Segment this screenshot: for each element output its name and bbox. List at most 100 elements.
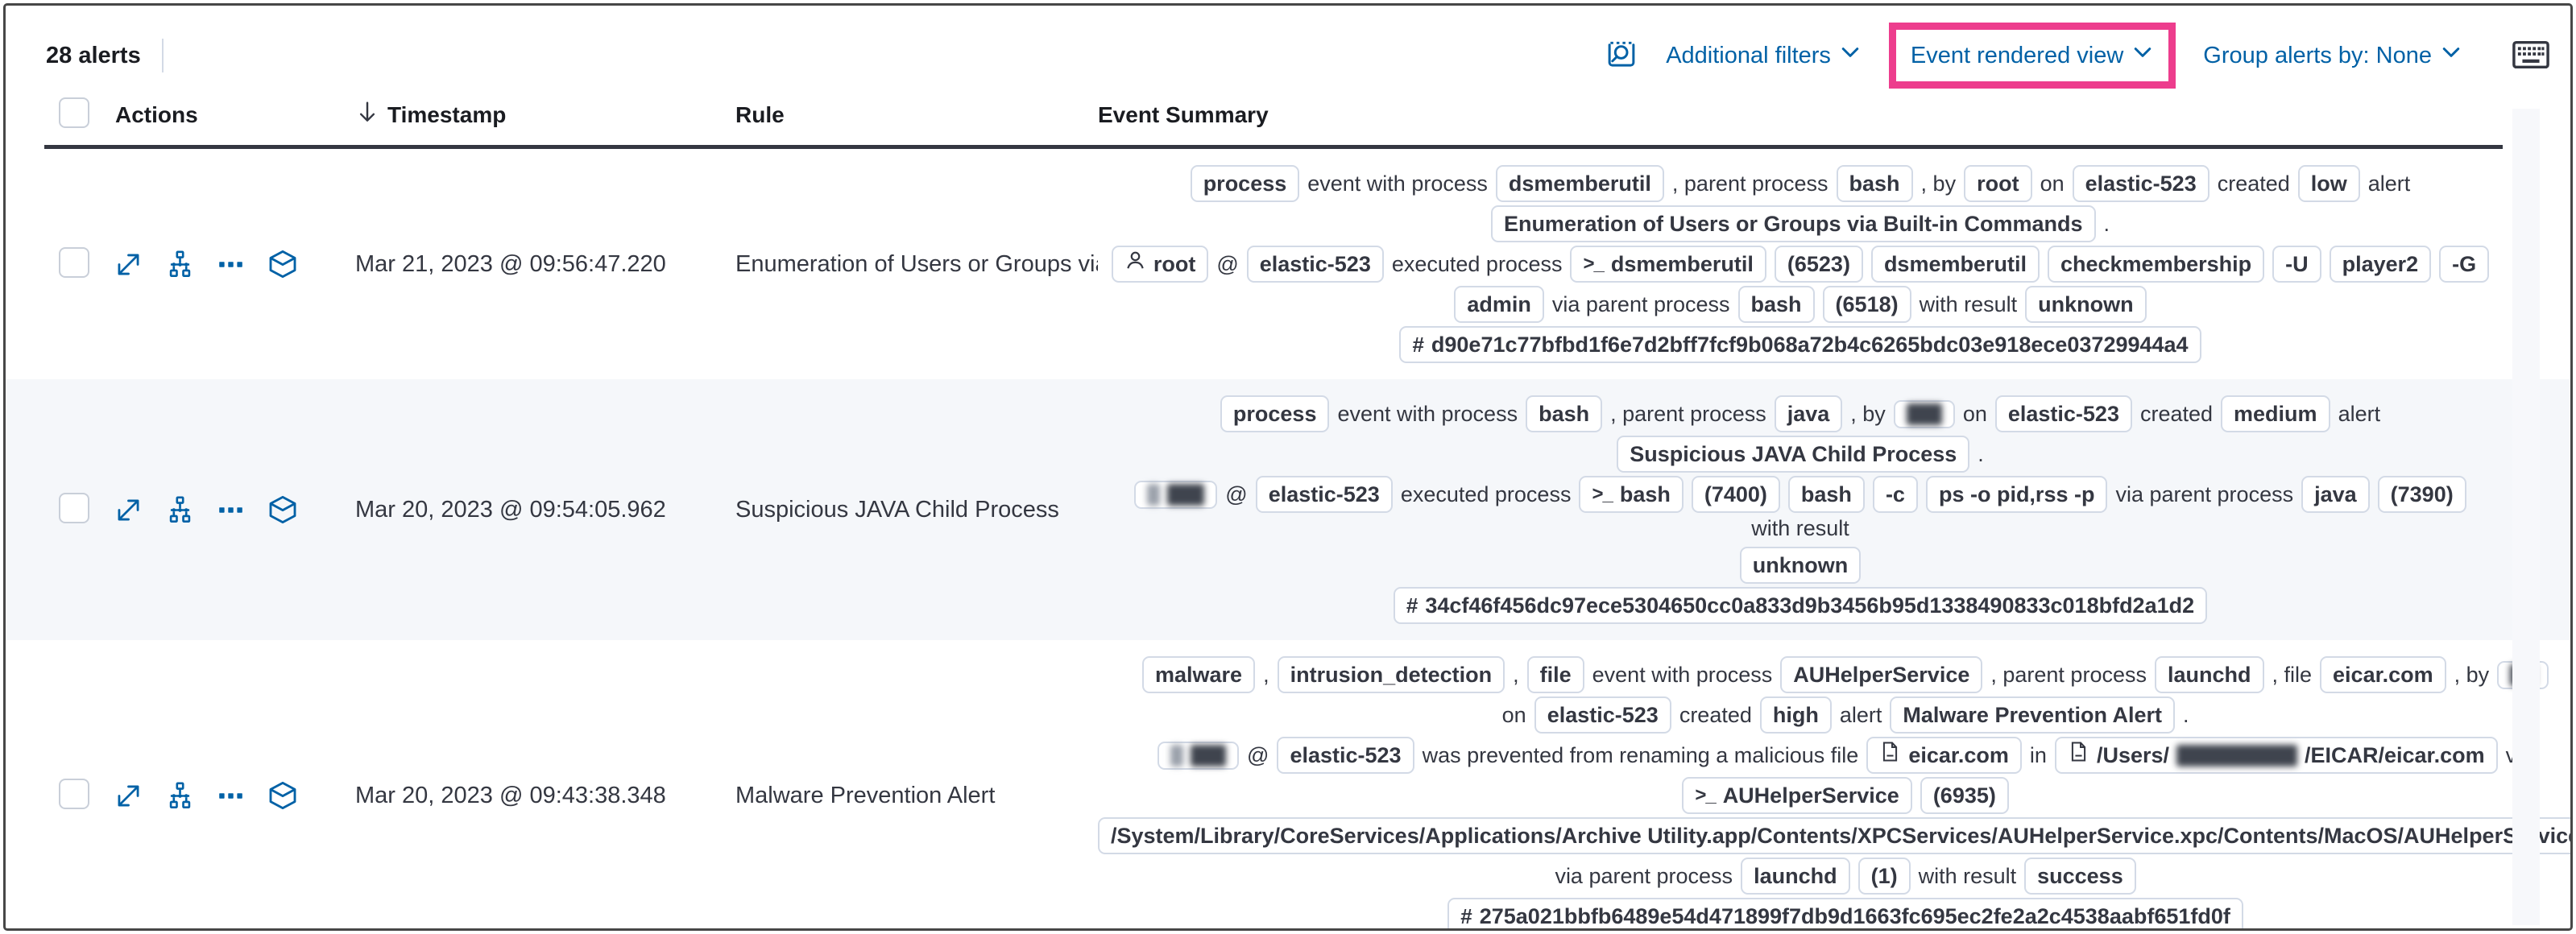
summary-badge: java <box>2301 476 2370 513</box>
summary-text: with result <box>1919 292 2018 316</box>
alert-rule[interactable]: Enumeration of Users or Groups via Bui <box>735 250 1098 277</box>
summary-badge: (7400) <box>1691 476 1780 513</box>
process-tree-icon <box>165 495 195 525</box>
analyzer-button[interactable] <box>165 250 195 279</box>
summary-text: event with process <box>1592 663 1773 687</box>
alert-rule[interactable]: Suspicious JAVA Child Process <box>735 496 1059 523</box>
row-checkbox[interactable] <box>59 492 89 523</box>
hash-icon: # <box>1406 593 1418 618</box>
summary-text: , by <box>1920 172 1957 196</box>
summary-badge: bash <box>1526 395 1603 432</box>
row-checkbox[interactable] <box>59 778 89 809</box>
session-view-button[interactable] <box>267 248 299 280</box>
summary-line: /System/Library/CoreServices/Application… <box>1098 817 2570 854</box>
summary-line: Enumeration of Users or Groups via Built… <box>1490 205 2110 242</box>
summary-badge: Suspicious JAVA Child Process <box>1617 436 1970 473</box>
alert-row: Mar 20, 2023 @ 09:43:38.348 Malware Prev… <box>6 640 2570 928</box>
group-alerts-label: Group alerts by: None <box>2203 42 2432 68</box>
summary-line: #34cf46f456dc97ece5304650cc0a833d9b3456b… <box>1393 587 2208 624</box>
alert-rule[interactable]: Malware Prevention Alert <box>735 782 996 808</box>
summary-text: created <box>2139 402 2214 426</box>
summary-badge: elastic-523 <box>1246 246 1384 283</box>
summary-text: @ <box>1225 482 1248 506</box>
summary-text: on <box>2040 172 2065 196</box>
summary-badge: ps -o pid,rss -p <box>1925 476 2108 513</box>
alert-timestamp: Mar 20, 2023 @ 09:43:38.348 <box>355 782 666 808</box>
inspect-button[interactable] <box>1605 38 1638 74</box>
summary-badge: checkmembership <box>2047 246 2265 283</box>
session-view-button[interactable] <box>267 779 299 812</box>
alert-row: Mar 20, 2023 @ 09:54:05.962 Suspicious J… <box>6 379 2570 640</box>
more-actions-button[interactable] <box>217 496 245 524</box>
select-all-checkbox[interactable] <box>59 97 89 128</box>
summary-badge: success <box>2024 858 2136 895</box>
summary-badge: eicar.com <box>2320 656 2446 693</box>
summary-text: , parent process <box>1610 402 1766 426</box>
column-header-timestamp[interactable]: Timestamp <box>355 100 735 130</box>
row-checkbox[interactable] <box>59 246 89 278</box>
chevron-down-icon <box>1839 41 1862 70</box>
analyzer-button[interactable] <box>165 781 195 811</box>
summary-badge: /Users//EICAR/eicar.com <box>2054 737 2498 774</box>
summary-text: . <box>2103 212 2110 236</box>
summary-badge: (7390) <box>2377 476 2466 513</box>
keyboard-shortcuts-button[interactable] <box>2512 40 2549 72</box>
more-actions-button[interactable] <box>217 250 245 279</box>
expand-alert-button[interactable] <box>114 250 143 279</box>
summary-badge: process <box>1220 395 1330 432</box>
chevron-down-icon <box>2131 41 2154 70</box>
summary-badge: unknown <box>2025 286 2147 323</box>
vertical-scrollbar[interactable] <box>2512 109 2540 925</box>
additional-filters-button[interactable]: Additional filters <box>1666 41 1862 70</box>
summary-text: created <box>2217 172 2290 196</box>
summary-badge: root <box>1111 246 1209 283</box>
summary-line: #d90e71c77bfbd1f6e7d2bff7fcf9b068a72b4c6… <box>1399 326 2201 363</box>
column-header-rule[interactable]: Rule <box>735 101 785 127</box>
redacted-value <box>1191 744 1227 767</box>
summary-badge: elastic-523 <box>1277 737 1414 774</box>
summary-text: alert <box>2367 172 2411 196</box>
summary-badge: dsmemberutil <box>1870 246 2040 283</box>
summary-badge: Enumeration of Users or Groups via Built… <box>1490 205 2096 242</box>
summary-text: , file <box>2272 663 2313 687</box>
summary-badge <box>1158 741 1240 770</box>
user-icon <box>1124 249 1146 279</box>
terminal-icon: >_ <box>1592 483 1613 505</box>
column-header-actions: Actions <box>115 101 198 127</box>
keyboard-icon <box>2512 40 2549 72</box>
group-alerts-button[interactable]: Group alerts by: None <box>2203 41 2462 70</box>
view-selector-button[interactable]: Event rendered view <box>1911 41 2154 70</box>
session-view-button[interactable] <box>267 494 299 526</box>
session-viewer-icon <box>267 248 299 280</box>
expand-alert-button[interactable] <box>114 495 143 525</box>
summary-badge: (1) <box>1857 858 1911 895</box>
expand-icon <box>114 250 143 279</box>
more-actions-icon <box>217 250 245 279</box>
more-actions-button[interactable] <box>217 782 245 810</box>
analyzer-button[interactable] <box>165 495 195 525</box>
summary-badge: bash <box>1836 165 1913 202</box>
redacted-value <box>2176 744 2297 767</box>
summary-badge: -G <box>2439 246 2490 283</box>
summary-badge: (6518) <box>1822 286 1911 323</box>
summary-badge <box>1134 480 1218 509</box>
summary-text: executed process <box>1400 482 1572 506</box>
summary-text: via parent process <box>2115 482 2294 506</box>
summary-badge: high <box>1759 696 1832 734</box>
summary-text: , parent process <box>1671 172 1828 196</box>
summary-badge: (6523) <box>1774 246 1863 283</box>
expand-alert-button[interactable] <box>114 781 143 811</box>
summary-badge: >_dsmemberutil <box>1570 246 1766 283</box>
sort-descending-icon <box>355 100 379 130</box>
inspect-icon <box>1605 38 1638 74</box>
session-viewer-icon <box>267 779 299 812</box>
more-actions-icon <box>217 496 245 524</box>
document-icon <box>2068 740 2089 771</box>
summary-badge: process <box>1190 165 1300 202</box>
summary-badge: launchd <box>2154 656 2264 693</box>
summary-text: in <box>2029 743 2047 767</box>
